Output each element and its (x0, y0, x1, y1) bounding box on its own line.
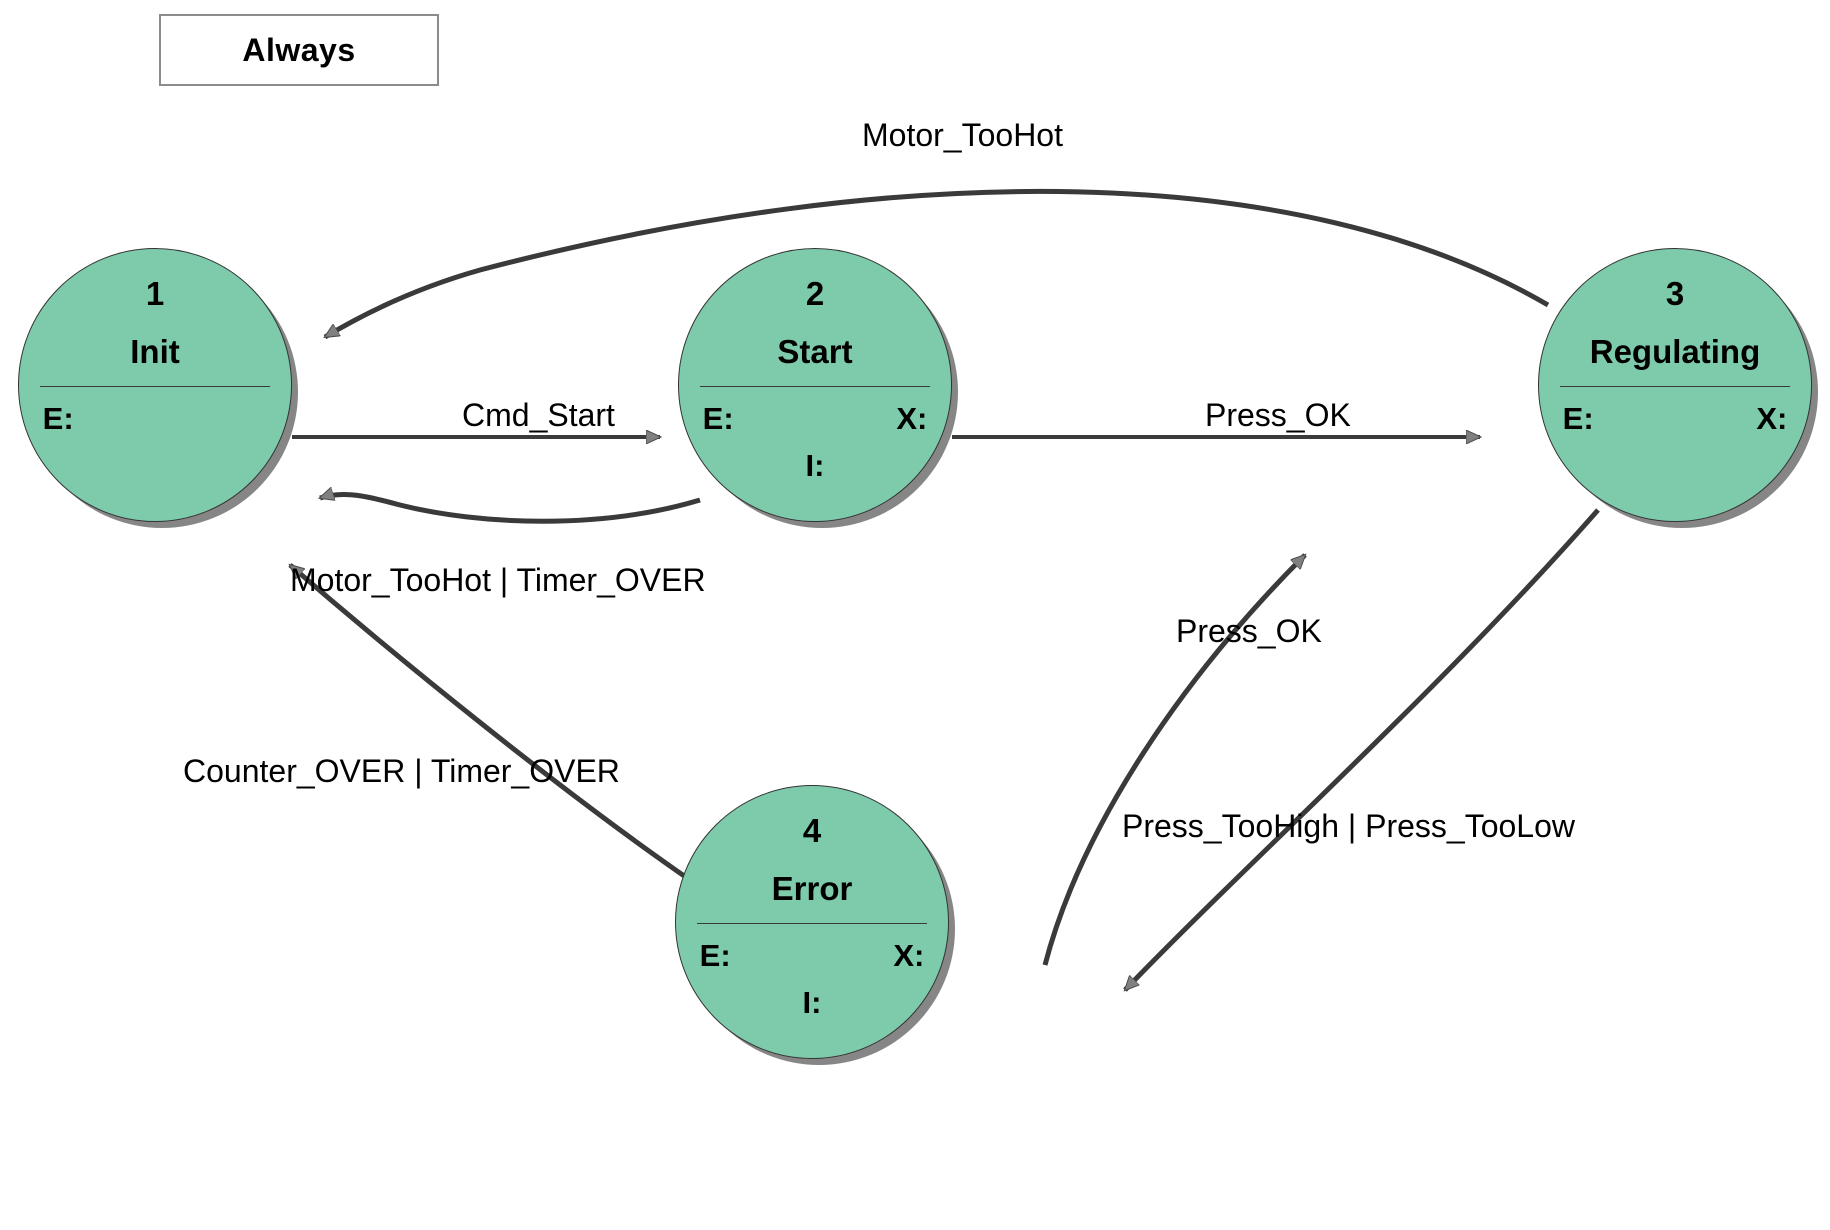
state-internal-action: I: (805, 448, 825, 484)
state-actions: E: X: (703, 401, 928, 437)
state-actions: E: X: (700, 938, 925, 974)
edge-label-press-toohigh-toolow: Press_TooHigh | Press_TooLow (1122, 808, 1575, 844)
state-name: Init (130, 332, 180, 370)
state-entry-action: E: (699, 938, 731, 974)
state-actions: E: (43, 401, 268, 437)
state-node-start[interactable]: 2 Start E: X: I: (678, 248, 952, 522)
state-name: Regulating (1589, 332, 1761, 370)
state-content: 4 Error E: X: I: (675, 785, 949, 1059)
state-node-error[interactable]: 4 Error E: X: I: (675, 785, 949, 1059)
edge-regulating-to-error (1123, 508, 1600, 992)
state-entry-action: E: (1562, 401, 1594, 437)
state-name: Start (777, 332, 853, 370)
edge-regulating-to-init (325, 188, 1550, 340)
state-exit-action: X: (1756, 401, 1788, 437)
state-divider (699, 386, 931, 388)
state-divider (696, 923, 928, 925)
state-content: 1 Init E: (18, 248, 292, 522)
edge-label-motor-toohot: Motor_TooHot (862, 117, 1063, 153)
state-internal-action: I: (802, 985, 822, 1021)
state-entry-action: E: (42, 401, 74, 437)
state-exit-action: X: (893, 938, 925, 974)
state-number: 1 (145, 275, 165, 313)
state-circle (1538, 248, 1812, 522)
state-divider (39, 386, 271, 388)
edge-label-press-ok-start-regulating: Press_OK (1205, 397, 1351, 433)
state-number: 3 (1665, 275, 1685, 313)
edge-start-to-init (320, 494, 701, 524)
state-circle (18, 248, 292, 522)
state-content: 2 Start E: X: I: (678, 248, 952, 522)
title-box-label: Always (242, 31, 356, 68)
state-node-init[interactable]: 1 Init E: (18, 248, 292, 522)
edge-label-press-ok-error-regulating: Press_OK (1176, 613, 1322, 649)
state-node-regulating[interactable]: 3 Regulating E: X: (1538, 248, 1812, 522)
title-box: Always (159, 14, 439, 86)
state-circle (678, 248, 952, 522)
edge-error-to-init (290, 563, 692, 883)
state-divider (1559, 386, 1791, 388)
state-circle (675, 785, 949, 1059)
edge-label-counter-over-timer-over: Counter_OVER | Timer_OVER (183, 753, 620, 789)
state-entry-action: E: (702, 401, 734, 437)
state-exit-action: X: (896, 401, 928, 437)
edge-error-to-regulating (1042, 553, 1307, 966)
state-actions: E: X: (1563, 401, 1788, 437)
state-number: 4 (802, 812, 822, 850)
state-number: 2 (805, 275, 825, 313)
edge-label-motor-toohot-timer-over: Motor_TooHot | Timer_OVER (290, 562, 706, 598)
edge-label-cmd-start: Cmd_Start (462, 397, 615, 433)
state-content: 3 Regulating E: X: (1538, 248, 1812, 522)
state-name: Error (771, 869, 853, 907)
